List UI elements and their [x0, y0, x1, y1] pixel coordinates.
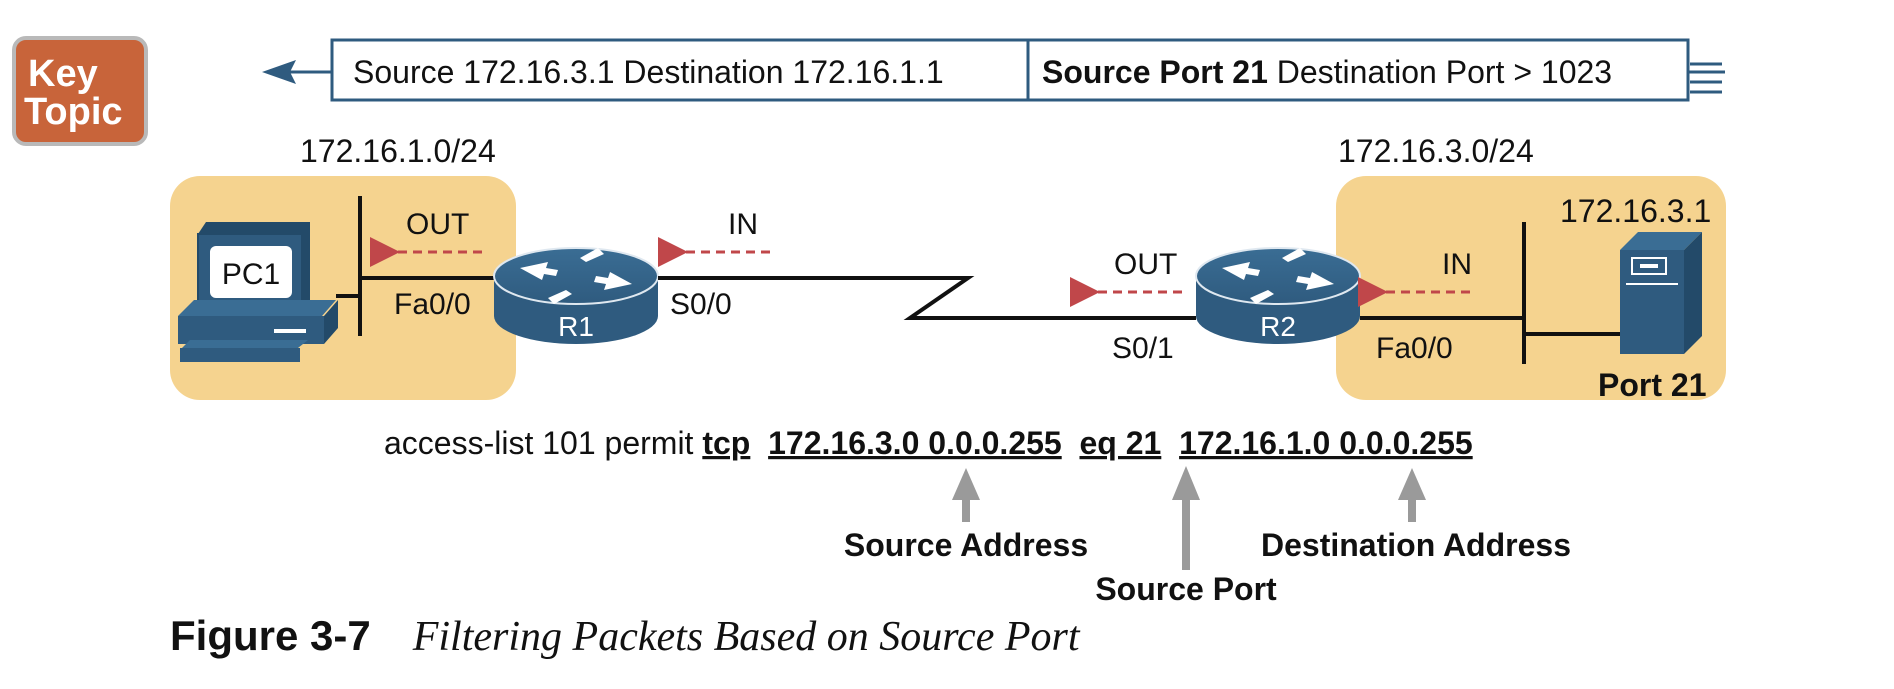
- r1-router: R1: [493, 247, 659, 344]
- serial-link: [658, 276, 1196, 320]
- key-topic-line1: Key: [28, 53, 98, 95]
- r2-router-arrows-icon: [1222, 248, 1334, 304]
- server-port-label: Port 21: [1598, 367, 1706, 403]
- key-topic-badge: Key Topic: [12, 36, 148, 146]
- destination-address-callout: Destination Address: [1261, 527, 1571, 563]
- r2-label: R2: [1260, 311, 1296, 342]
- packet-port-text: Source Port 21 Destination Port > 1023: [1042, 54, 1612, 90]
- r2-in-label: IN: [1442, 248, 1472, 281]
- key-topic-line2: Topic: [24, 91, 123, 133]
- packet-ip-text: Source 172.16.3.1 Destination 172.16.1.1: [353, 54, 944, 90]
- figure-number: Figure 3-7: [170, 612, 371, 659]
- r2-lan-interface: Fa0/0: [1376, 332, 1453, 365]
- acl-prefix: access-list 101 permit: [384, 425, 702, 461]
- packet-source-port: Source Port 21: [1042, 54, 1268, 90]
- acl-port: eq 21: [1079, 425, 1161, 461]
- r1-router-arrows-icon: [520, 248, 632, 304]
- r1-out-label: OUT: [406, 208, 469, 241]
- pc1-device: PC1: [178, 222, 338, 362]
- packet-header: Source 172.16.3.1 Destination 172.16.1.1…: [262, 38, 1725, 102]
- packet-port-field: [1026, 38, 1690, 102]
- packet-direction-arrowhead-icon: [262, 60, 296, 84]
- r2-router: R2: [1195, 247, 1361, 344]
- server-device: [1620, 232, 1702, 354]
- packet-destination-port: Destination Port > 1023: [1268, 54, 1612, 90]
- source-port-callout: Source Port: [1095, 571, 1277, 607]
- callout-arrows: [952, 466, 1426, 570]
- r1-label: R1: [558, 311, 594, 342]
- source-address-arrow-icon: [952, 468, 980, 522]
- acl-destination: 172.16.1.0 0.0.0.255: [1179, 425, 1473, 461]
- r1-lan-interface: Fa0/0: [394, 288, 471, 321]
- r1-wan-interface: S0/0: [670, 288, 732, 321]
- r1-in-label: IN: [728, 208, 758, 241]
- r2-wan-interface: S0/1: [1112, 332, 1174, 365]
- acl-source: 172.16.3.0 0.0.0.255: [768, 425, 1062, 461]
- pc1-label: PC1: [222, 258, 280, 291]
- packet-ip-field: [330, 38, 1030, 102]
- right-subnet-label: 172.16.3.0/24: [1338, 133, 1534, 169]
- source-port-arrow-icon: [1172, 466, 1200, 570]
- source-address-callout: Source Address: [844, 527, 1088, 563]
- acl-protocol: tcp: [702, 425, 750, 461]
- destination-address-arrow-icon: [1398, 468, 1426, 522]
- left-subnet-label: 172.16.1.0/24: [300, 133, 496, 169]
- r2-out-label: OUT: [1114, 248, 1177, 281]
- server-ip-label: 172.16.3.1: [1560, 193, 1711, 229]
- figure-caption: Figure 3-7 Filtering Packets Based on Sou…: [170, 612, 1080, 661]
- acl-command: access-list 101 permit tcp 172.16.3.0 0.…: [384, 425, 1473, 461]
- figure-title: Filtering Packets Based on Source Port: [412, 614, 1080, 660]
